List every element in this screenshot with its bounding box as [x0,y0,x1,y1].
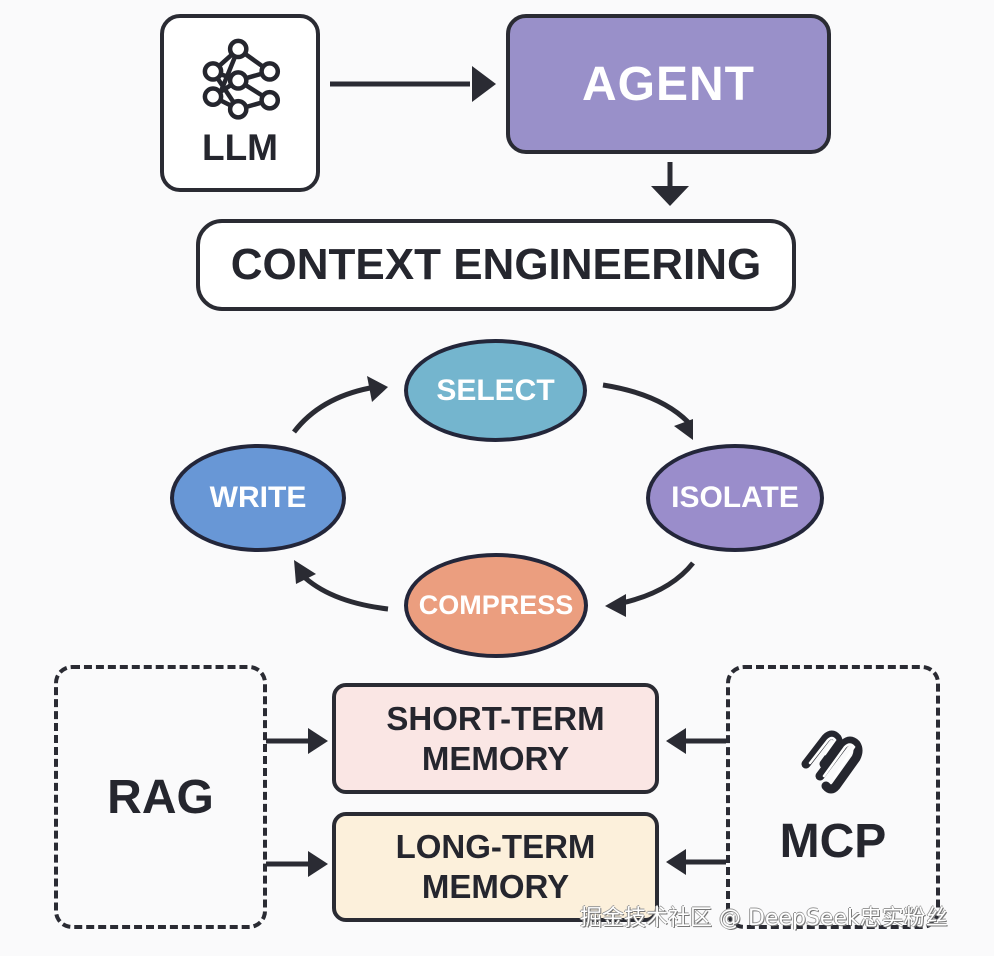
rag-node[interactable]: RAG [54,665,267,929]
rag-label: RAG [107,770,214,824]
arrow-rag-to-short-memory [266,728,328,754]
write-node[interactable]: WRITE [170,444,346,552]
short-term-memory-line2: MEMORY [421,739,570,777]
mcp-logo-icon [801,730,863,793]
arrow-agent-to-context [651,162,689,206]
arrow-compress-to-write [294,560,389,612]
short-term-memory-line1: SHORT-TERM [386,699,605,737]
arrow-isolate-to-compress [605,561,695,617]
arrow-select-to-isolate [602,382,693,440]
llm-label: LLM [201,127,279,168]
mcp-label: MCP [779,814,887,868]
watermark-text: 掘金技术社区 @ DeepSeek忠实粉丝 [580,906,948,931]
agent-label: AGENT [582,57,755,111]
arrow-mcp-to-short-memory [666,728,726,754]
neural-network-icon [202,38,281,120]
select-node[interactable]: SELECT [404,339,587,442]
arrow-mcp-to-long-memory [666,849,726,875]
write-label: WRITE [209,481,307,514]
arrow-llm-to-agent [330,66,496,102]
arrow-rag-to-long-memory [266,851,328,877]
context-engineering-label: CONTEXT ENGINEERING [230,240,762,289]
short-term-memory-node[interactable]: SHORT-TERM MEMORY [332,683,659,794]
agent-node[interactable]: AGENT [506,14,831,154]
isolate-label: ISOLATE [671,481,799,514]
long-term-memory-line2: MEMORY [421,868,570,905]
compress-node[interactable]: COMPRESS [404,553,588,658]
long-term-memory-line1: LONG-TERM [395,828,596,865]
isolate-node[interactable]: ISOLATE [646,444,824,552]
select-label: SELECT [436,373,555,407]
llm-node[interactable]: LLM [160,14,320,192]
arrow-write-to-select [292,376,388,434]
compress-label: COMPRESS [418,590,574,620]
long-term-memory-node[interactable]: LONG-TERM MEMORY [332,812,659,922]
mcp-node[interactable]: MCP [726,665,940,929]
context-engineering-node[interactable]: CONTEXT ENGINEERING [196,219,796,311]
